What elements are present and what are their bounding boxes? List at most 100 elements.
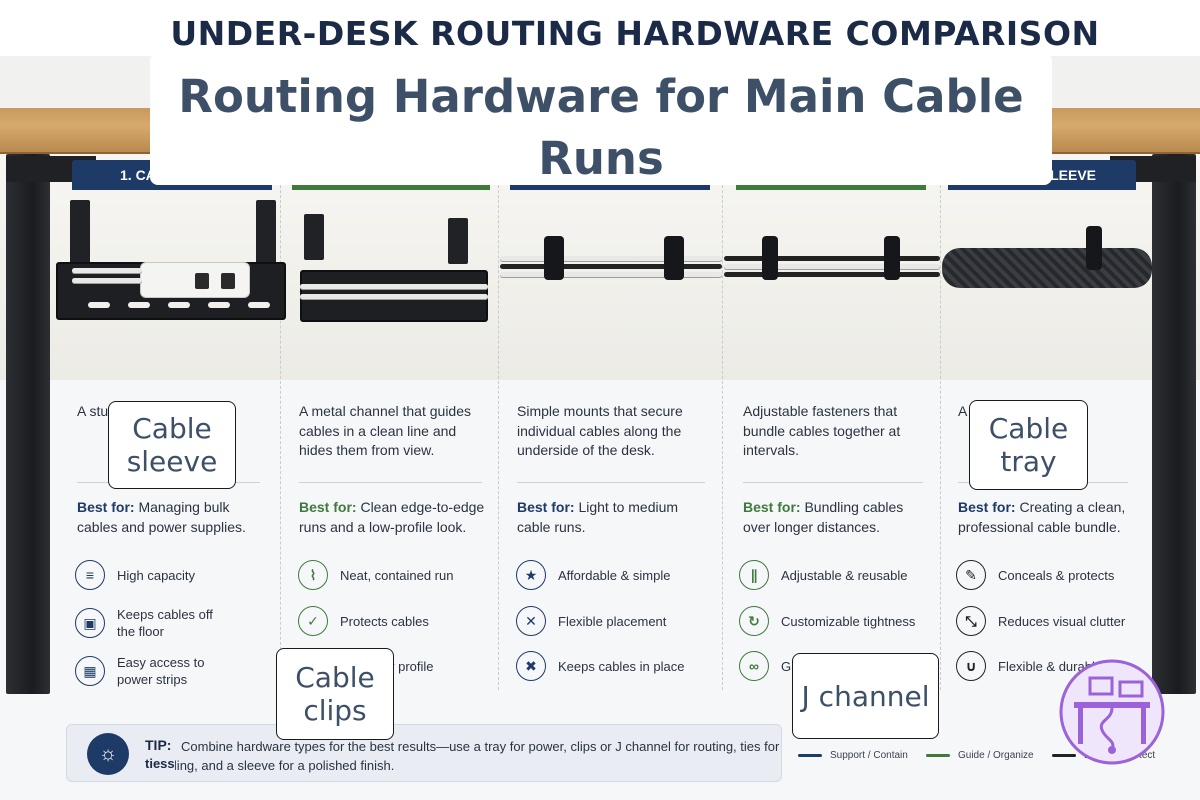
floor-icon: ▣: [75, 608, 105, 638]
clutter-icon: ⤡: [956, 606, 986, 636]
feature-label: Conceals & protects: [998, 567, 1115, 583]
tray-bracket: [70, 200, 90, 270]
best-for-text: Managing bulk cables and power supplies.: [77, 499, 246, 535]
feature-label: Affordable & simple: [558, 567, 671, 583]
sleeve-mount-illustration: [1086, 226, 1102, 270]
feature-label: Flexible & durable: [998, 658, 1103, 674]
page-title: UNDER-DESK ROUTING HARDWARE COMPARISON: [170, 14, 1100, 53]
tie-icon: ∞: [739, 651, 769, 681]
cable: [724, 272, 940, 277]
feature-item: ✎ Conceals & protects: [956, 560, 1146, 590]
best-for-text: Light to medium cable runs.: [517, 499, 679, 535]
section-rule: [299, 482, 482, 483]
tip-text: Combine hardware types for the best resu…: [145, 739, 780, 773]
legend-swatch: [926, 754, 950, 757]
affordable-icon: ★: [516, 560, 546, 590]
power-strip-illustration: [140, 262, 250, 298]
shield-icon: ✓: [298, 606, 328, 636]
feature-label: Neat, contained run: [340, 567, 454, 583]
cable: [500, 256, 722, 261]
feature-label: Protects cables: [340, 613, 429, 629]
cable: [500, 272, 722, 277]
tray-bracket: [256, 200, 276, 270]
feature-label: Customizable tightness: [781, 613, 916, 629]
column-description-3: Simple mounts that secure individual cab…: [517, 403, 683, 458]
best-for-text: Bundling cables over longer distances.: [743, 499, 904, 535]
conceal-icon: ✎: [956, 560, 986, 590]
best-for-1: Best for: Managing bulk cables and power…: [77, 498, 262, 537]
best-for-text: Clean edge-to-edge runs and a low-profil…: [299, 499, 485, 535]
feature-item: ≡ High capacity: [75, 560, 265, 590]
legend-label: Guide / Organize: [958, 750, 1034, 761]
section-rule: [743, 482, 923, 483]
best-for-label: Best for:: [743, 499, 801, 515]
column-description-4: Adjustable fasteners that bundle cables …: [743, 403, 901, 458]
tip-bar: ☼ Combine hardware types for the best re…: [66, 724, 782, 782]
channel-bracket: [448, 218, 468, 264]
feature-item: ▣ Keeps cables off the floor: [75, 606, 225, 640]
feature-label: Easy access to power strips: [117, 655, 205, 687]
cable: [724, 264, 940, 269]
feature-item: ✖ Keeps cables in place: [516, 651, 711, 681]
best-for-4: Best for: Bundling cables over longer di…: [743, 498, 923, 537]
section-rule: [517, 482, 705, 483]
desk-logo-icon: [1059, 659, 1165, 765]
flexible-icon: ∪: [956, 651, 986, 681]
cable-clip-illustration: [544, 236, 564, 280]
tip-tie-word: tiess: [145, 756, 175, 771]
cable-sleeve-illustration: [942, 248, 1152, 288]
feature-item: ∞G: [739, 651, 799, 681]
cable-clip-illustration: [664, 236, 684, 280]
best-for-label: Best for:: [958, 499, 1016, 515]
feature-item: ∪ Flexible & durable: [956, 651, 1106, 681]
tip-label: TIP:: [145, 737, 172, 753]
feature-label: Flexible placement: [558, 613, 667, 629]
cable: [72, 268, 142, 273]
overlay-headline-box: [150, 53, 1052, 185]
legend-label: Support / Contain: [830, 750, 908, 761]
contained-run-icon: ⌇: [298, 560, 328, 590]
feature-item: ✓ Protects cables: [298, 606, 488, 636]
feature-label: Keeps cables off the floor: [117, 607, 213, 639]
feature-item: ∥ Adjustable & reusable: [739, 560, 934, 590]
column-description-2: A metal channel that guides cables in a …: [299, 403, 472, 458]
feature-label: Reduces visual clutter: [998, 613, 1126, 629]
best-for-5: Best for: Creating a clean, professional…: [958, 498, 1138, 537]
cable: [500, 264, 722, 269]
power-strip-icon: ▦: [75, 656, 105, 686]
feature-item: ⤡ Reduces visual clutter: [956, 606, 1146, 636]
feature-label: Adjustable & reusable: [781, 567, 908, 583]
desk-leg-left: [6, 154, 50, 694]
best-for-2: Best for: Clean edge-to-edge runs and a …: [299, 498, 489, 537]
feature-item: ✕ Flexible placement: [516, 606, 711, 636]
column-divider: [940, 160, 941, 690]
lightbulb-icon: ☼: [87, 733, 129, 775]
desk-leg-right: [1152, 154, 1196, 694]
callout-cable-clips: Cable clips: [276, 648, 394, 740]
legend-swatch: [1052, 754, 1076, 757]
channel-bracket: [304, 214, 324, 260]
cable: [300, 284, 488, 289]
placement-icon: ✕: [516, 606, 546, 636]
feature-label: Keeps cables in place: [558, 658, 685, 674]
best-for-label: Best for:: [77, 499, 135, 515]
legend-item: Guide / Organize: [926, 750, 1034, 761]
in-place-icon: ✖: [516, 651, 546, 681]
cable: [724, 256, 940, 261]
legend-swatch: [798, 754, 822, 757]
cable: [72, 278, 142, 283]
legend-item: Support / Contain: [798, 750, 908, 761]
column-divider: [498, 160, 499, 690]
capacity-icon: ≡: [75, 560, 105, 590]
feature-item: ↻Customizable tightness: [739, 606, 934, 636]
feature-label: High capacity: [117, 567, 196, 583]
best-for-3: Best for: Light to medium cable runs.: [517, 498, 707, 537]
column-divider: [722, 160, 723, 690]
best-for-text: Creating a clean, professional cable bun…: [958, 499, 1126, 535]
best-for-label: Best for:: [517, 499, 575, 515]
callout-cable-sleeve: Cable sleeve: [108, 401, 236, 489]
cable-tie-illustration: [884, 236, 900, 280]
adjustable-icon: ∥: [739, 560, 769, 590]
feature-label: G: [781, 658, 792, 674]
feature-item: ▦ Easy access to power strips: [75, 654, 225, 688]
